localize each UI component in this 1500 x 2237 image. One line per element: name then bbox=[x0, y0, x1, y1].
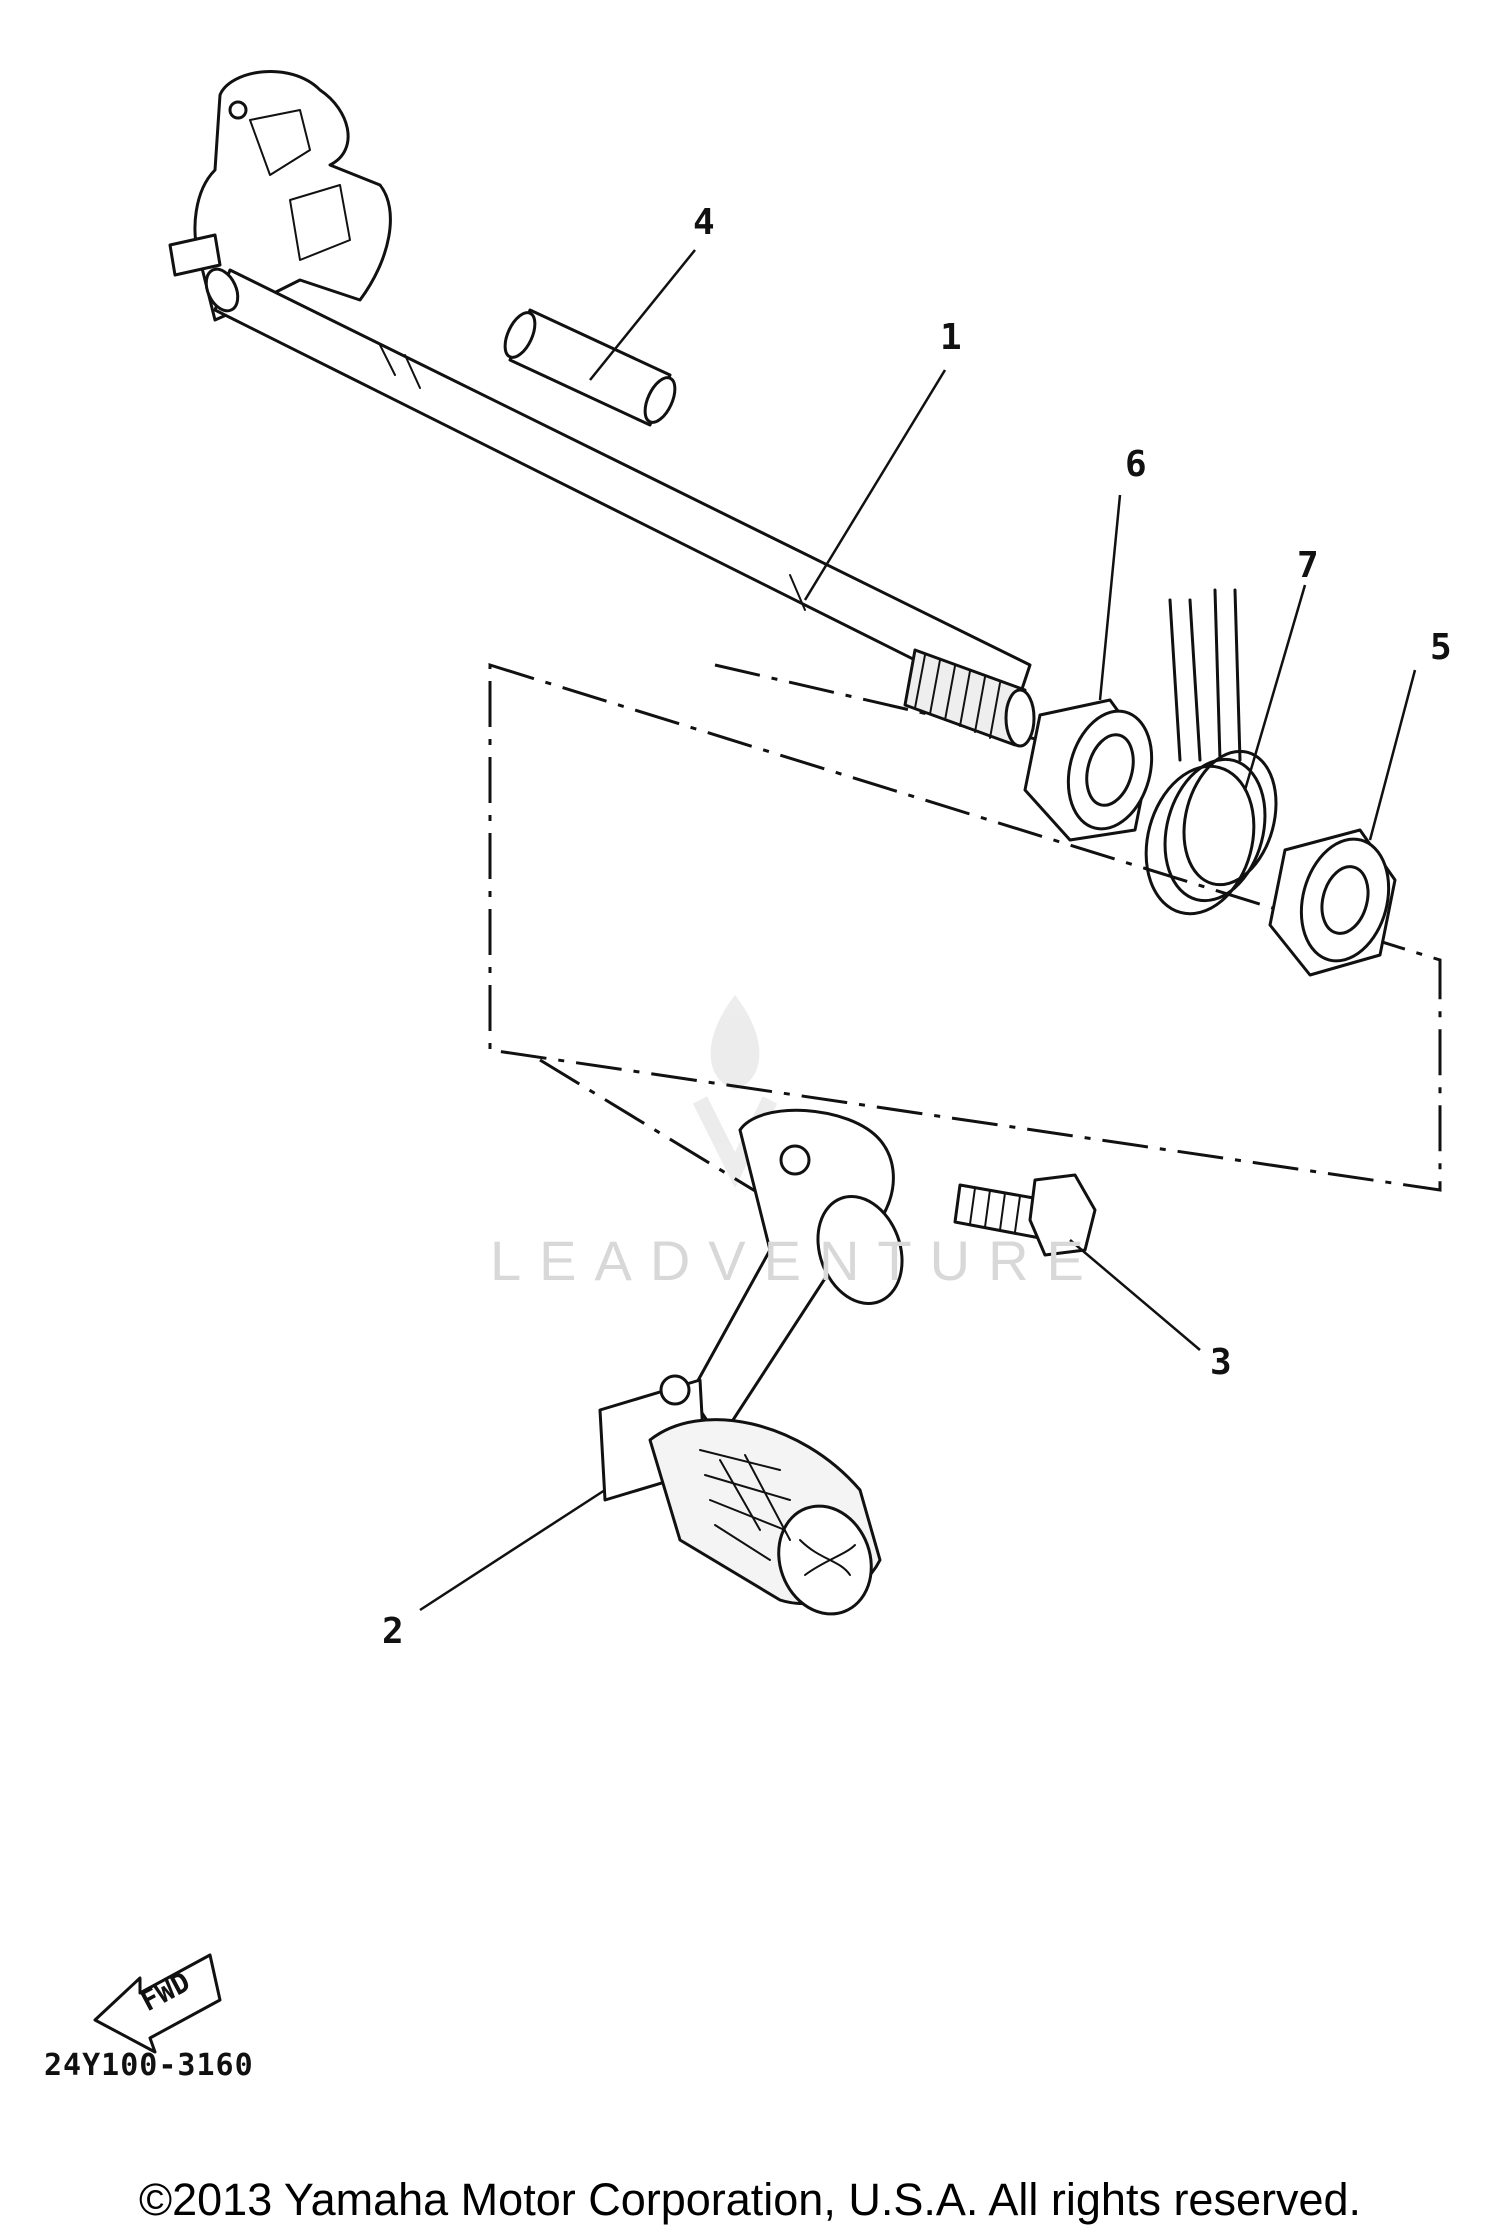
part-2-shift-pedal bbox=[598, 1108, 904, 1616]
watermark-text: LEADVENTURE bbox=[490, 1229, 1102, 1292]
part-5-oil-seal bbox=[1268, 828, 1397, 977]
leader-lines bbox=[419, 249, 1417, 1612]
callout-3: 3 bbox=[1210, 1342, 1232, 1383]
part-4-pin bbox=[503, 308, 677, 427]
part-7-spring bbox=[1144, 588, 1278, 916]
diagram-code: 24Y100-3160 bbox=[44, 2048, 254, 2083]
part-6-collar bbox=[1023, 698, 1154, 842]
fwd-arrow-icon bbox=[93, 1953, 222, 2054]
callout-5: 5 bbox=[1430, 627, 1452, 668]
callout-6: 6 bbox=[1125, 444, 1147, 485]
callout-1: 1 bbox=[940, 317, 962, 358]
callout-2: 2 bbox=[382, 1611, 404, 1652]
assembly-dash-outline bbox=[488, 662, 1442, 1202]
part-1-shift-shaft bbox=[168, 70, 1036, 748]
callout-4: 4 bbox=[693, 202, 715, 243]
callout-7: 7 bbox=[1297, 545, 1319, 586]
part-3-bolt bbox=[953, 1173, 1097, 1257]
copyright-notice: ©2013 Yamaha Motor Corporation, U.S.A. A… bbox=[138, 2174, 1362, 2225]
